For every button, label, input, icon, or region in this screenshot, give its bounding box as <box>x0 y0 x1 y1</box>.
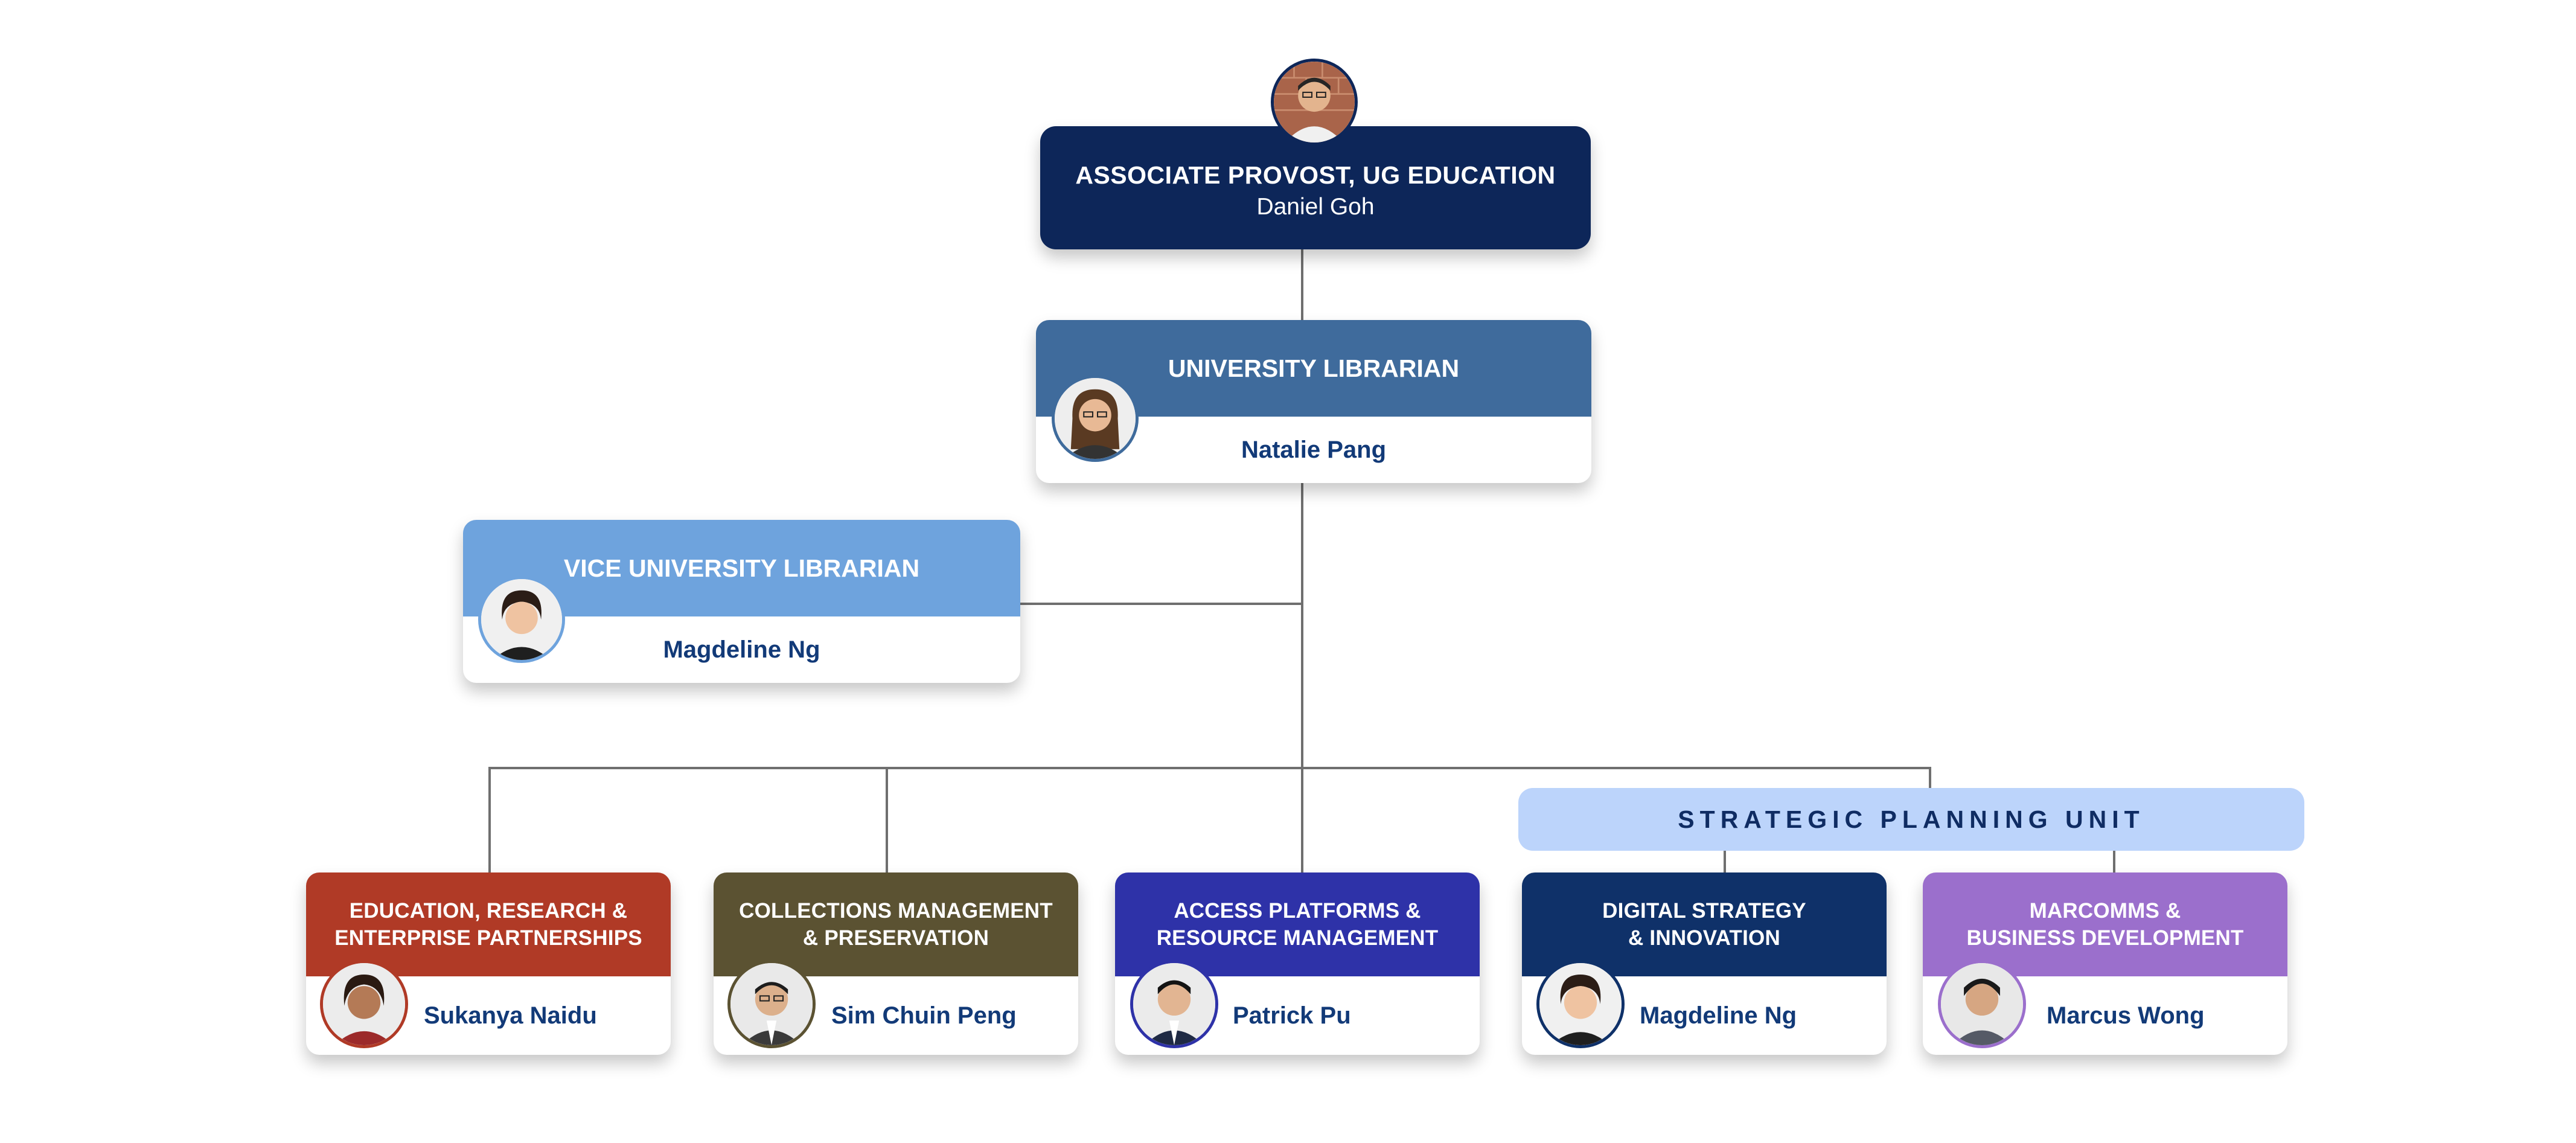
person-photo-icon <box>1133 963 1215 1045</box>
strategic-planning-unit: STRATEGIC PLANNING UNIT <box>1518 788 2304 851</box>
department-title-line2: & INNOVATION <box>1628 926 1780 950</box>
department-title-line2: ENTERPRISE PARTNERSHIPS <box>334 926 642 950</box>
connector-vice-librarian <box>1020 603 1303 605</box>
department-footer: Magdeline Ng <box>1522 976 1887 1055</box>
department-title-line1: MARCOMMS & <box>2029 899 2181 923</box>
department-header: MARCOMMS & BUSINESS DEVELOPMENT <box>1923 872 2287 976</box>
director-name: Daniel Goh <box>1256 194 1375 220</box>
librarian-avatar <box>1052 375 1139 462</box>
connector-dept-5 <box>2113 851 2115 872</box>
department-title-line1: ACCESS PLATFORMS & <box>1174 899 1421 923</box>
person-photo-icon <box>1941 963 2023 1045</box>
director-avatar <box>1271 59 1358 146</box>
vice-librarian-box: VICE UNIVERSITY LIBRARIAN Magdeline Ng <box>463 520 1020 683</box>
department-head-name: Magdeline Ng <box>1640 1002 1797 1029</box>
department-head-name: Sim Chuin Peng <box>831 1002 1017 1029</box>
strategic-planning-unit-label: STRATEGIC PLANNING UNIT <box>1678 805 2145 833</box>
department-title-line1: COLLECTIONS MANAGEMENT <box>739 899 1053 923</box>
librarian-title: UNIVERSITY LIBRARIAN <box>1168 354 1460 382</box>
department-head-avatar <box>727 960 816 1048</box>
department-header: COLLECTIONS MANAGEMENT & PRESERVATION <box>714 872 1078 976</box>
director-box: ASSOCIATE PROVOST, UG EDUCATION Daniel G… <box>1040 126 1591 249</box>
vice-librarian-footer: Magdeline Ng <box>463 616 1020 683</box>
vice-librarian-avatar <box>478 576 565 663</box>
department-title-line2: RESOURCE MANAGEMENT <box>1156 926 1439 950</box>
department-title-line1: EDUCATION, RESEARCH & <box>349 899 628 923</box>
department-footer: Sim Chuin Peng <box>714 976 1078 1055</box>
director-title: ASSOCIATE PROVOST, UG EDUCATION <box>1075 161 1556 189</box>
department-header: EDUCATION, RESEARCH & ENTERPRISE PARTNER… <box>306 872 671 976</box>
person-photo-icon <box>323 963 405 1045</box>
person-photo-icon <box>1274 62 1355 142</box>
librarian-name: Natalie Pang <box>1241 436 1387 463</box>
vice-librarian-title: VICE UNIVERSITY LIBRARIAN <box>563 554 920 582</box>
connector-spu <box>1929 767 1931 790</box>
department-head-avatar <box>320 960 408 1048</box>
department-header: ACCESS PLATFORMS & RESOURCE MANAGEMENT <box>1115 872 1480 976</box>
department-head-name: Marcus Wong <box>2047 1002 2205 1029</box>
department-footer: Marcus Wong <box>1923 976 2287 1055</box>
person-photo-icon <box>1539 963 1622 1045</box>
department-footer: Sukanya Naidu <box>306 976 671 1055</box>
person-photo-icon <box>730 963 813 1045</box>
person-photo-icon <box>481 579 562 660</box>
department-title-line1: DIGITAL STRATEGY <box>1602 899 1806 923</box>
department-title-line2: & PRESERVATION <box>802 926 989 950</box>
department-head-avatar <box>1130 960 1218 1048</box>
person-photo-icon <box>1055 378 1136 459</box>
vice-librarian-name: Magdeline Ng <box>663 636 820 663</box>
librarian-footer: Natalie Pang <box>1036 417 1591 483</box>
department-head-name: Patrick Pu <box>1233 1002 1351 1029</box>
department-head-avatar <box>1938 960 2026 1048</box>
department-footer: Patrick Pu <box>1115 976 1480 1055</box>
department-box: DIGITAL STRATEGY & INNOVATION Magdeline … <box>1522 872 1887 1055</box>
department-title-line2: BUSINESS DEVELOPMENT <box>1966 926 2244 950</box>
connector-dept-1 <box>488 767 491 872</box>
connector-dept-4 <box>1724 851 1726 872</box>
connector-dept-2 <box>886 767 888 872</box>
department-header: DIGITAL STRATEGY & INNOVATION <box>1522 872 1887 976</box>
department-box: EDUCATION, RESEARCH & ENTERPRISE PARTNER… <box>306 872 671 1055</box>
department-head-name: Sukanya Naidu <box>424 1002 597 1029</box>
connector-librarian-trunk <box>1301 483 1303 872</box>
department-head-avatar <box>1536 960 1625 1048</box>
connector-departments-horizontal <box>488 767 1931 769</box>
connector-director-librarian <box>1301 249 1303 320</box>
